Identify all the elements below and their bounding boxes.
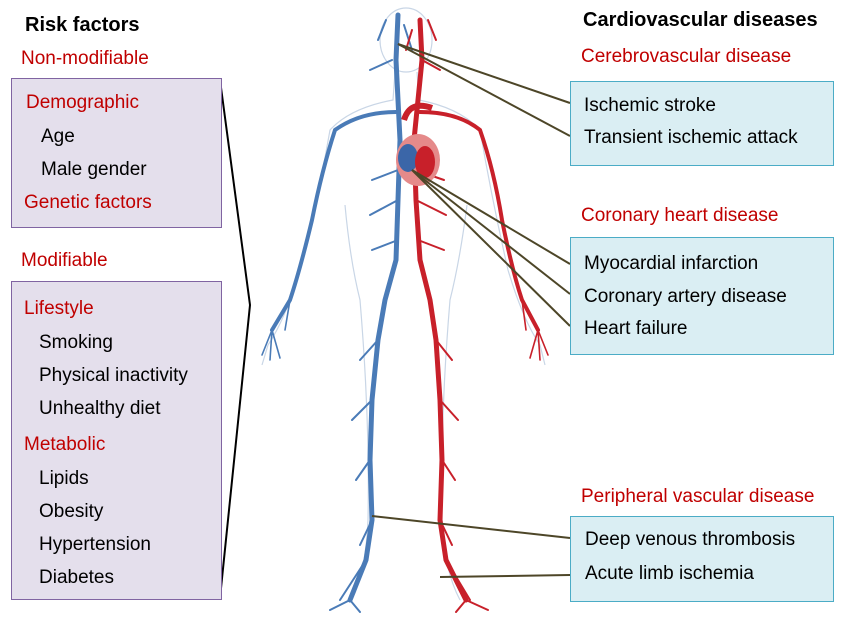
risk-item-hypertension: Hypertension [39, 534, 151, 555]
risk-bracket [219, 79, 252, 599]
coronary-label: Coronary heart disease [581, 205, 779, 226]
body-outline [261, 7, 546, 601]
arteries [405, 17, 549, 613]
risk-item-age: Age [41, 126, 75, 147]
risk-factors-title: Risk factors [25, 14, 140, 36]
lifestyle-heading: Lifestyle [24, 298, 94, 319]
peripheral-vascular-label: Peripheral vascular disease [581, 486, 815, 507]
cerebrovascular-label: Cerebrovascular disease [581, 46, 792, 67]
coronary-box: Myocardial infarction Coronary artery di… [570, 237, 834, 355]
cardiovascular-diseases-title: Cardiovascular diseases [583, 9, 818, 31]
risk-item-physical-inactivity: Physical inactivity [39, 365, 188, 386]
heart [396, 102, 440, 186]
cerebrovascular-box: Ischemic stroke Transient ischemic attac… [570, 81, 834, 166]
disease-transient-ischemic-attack: Transient ischemic attack [584, 127, 798, 148]
disease-myocardial-infarction: Myocardial infarction [584, 253, 759, 274]
peripheral-vascular-box: Deep venous thrombosis Acute limb ischem… [570, 516, 834, 602]
risk-item-obesity: Obesity [39, 501, 104, 522]
non-modifiable-box: Demographic Age Male gender Genetic fact… [11, 78, 222, 228]
connector-lines [371, 43, 571, 578]
demographic-heading: Demographic [26, 92, 139, 113]
disease-acute-limb-ischemia: Acute limb ischemia [585, 563, 754, 584]
metabolic-heading: Metabolic [24, 434, 106, 455]
disease-coronary-artery-disease: Coronary artery disease [584, 286, 787, 307]
disease-ischemic-stroke: Ischemic stroke [584, 95, 716, 116]
genetic-factors-heading: Genetic factors [24, 192, 152, 213]
modifiable-box: Lifestyle Smoking Physical inactivity Un… [11, 281, 222, 600]
non-modifiable-label: Non-modifiable [21, 48, 149, 69]
disease-deep-venous-thrombosis: Deep venous thrombosis [585, 529, 796, 550]
risk-item-lipids: Lipids [39, 468, 89, 489]
disease-heart-failure: Heart failure [584, 318, 688, 339]
risk-item-smoking: Smoking [39, 332, 113, 353]
risk-item-male-gender: Male gender [41, 159, 147, 180]
risk-item-diabetes: Diabetes [39, 567, 114, 588]
veins [261, 12, 413, 613]
risk-item-unhealthy-diet: Unhealthy diet [39, 398, 161, 419]
modifiable-label: Modifiable [21, 250, 108, 271]
